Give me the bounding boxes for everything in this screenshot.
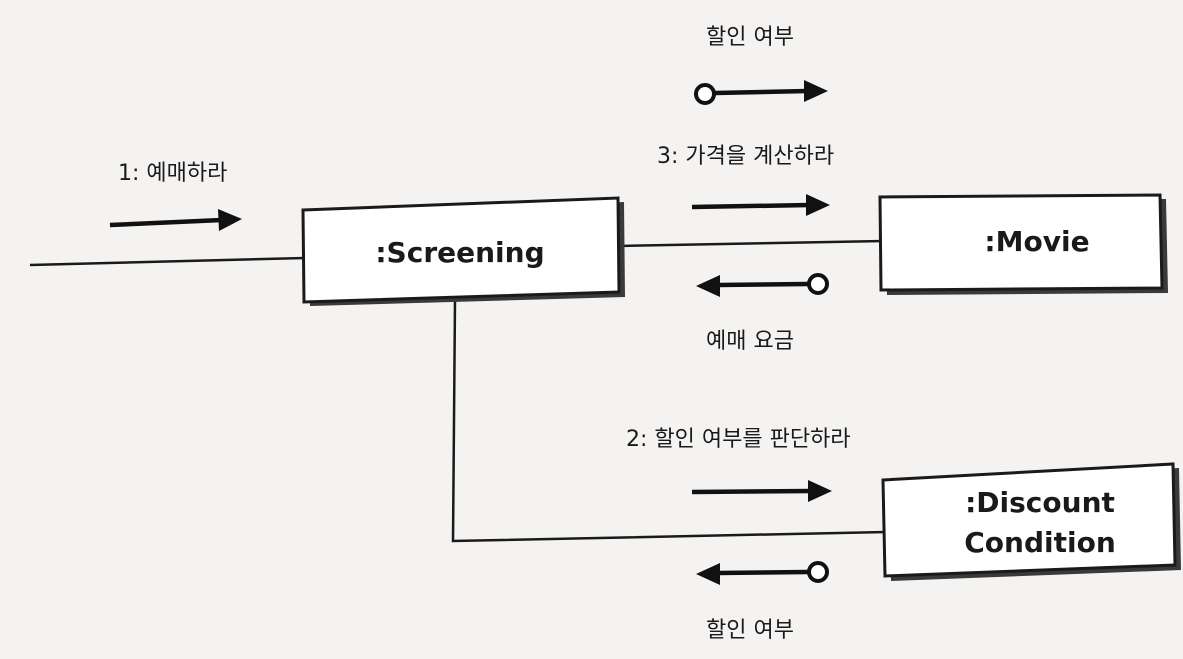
data-flow-fee-label: 예매 요금: [706, 329, 794, 354]
screening-object-label: :Screening: [375, 236, 544, 269]
message-3-label: 3: 가격을 계산하라: [657, 144, 834, 169]
discount-condition-label-line2: Condition: [964, 526, 1116, 559]
message-1-label: 1: 예매하라: [118, 161, 227, 186]
data-flow-circle-icon: [694, 83, 716, 105]
data-flow-discount-bottom-label: 할인 여부: [706, 618, 794, 643]
data-flow-discount-top-arrow: [694, 80, 828, 105]
data-flow-fee-arrow: [696, 273, 829, 297]
message-1-arrow: [109, 209, 242, 231]
message-2-label: 2: 할인 여부를 판단하라: [626, 427, 851, 452]
discount-condition-object: :Discount Condition: [881, 462, 1181, 581]
message-3-arrow: [691, 194, 830, 216]
data-flow-discount-bottom-arrow: [696, 561, 829, 585]
discount-condition-label-line1: :Discount: [965, 486, 1115, 519]
screening-movie-link: [617, 239, 885, 248]
data-flow-circle-icon: [807, 273, 829, 295]
screening-object: :Screening: [301, 196, 625, 306]
message-2-arrow: [691, 480, 832, 502]
data-flow-circle-icon: [807, 561, 829, 583]
data-flow-discount-top-label: 할인 여부: [706, 25, 794, 50]
screening-discount-link: [451, 299, 887, 543]
incoming-link: [29, 256, 306, 267]
movie-object-label: :Movie: [984, 225, 1089, 258]
movie-object: :Movie: [878, 193, 1168, 295]
